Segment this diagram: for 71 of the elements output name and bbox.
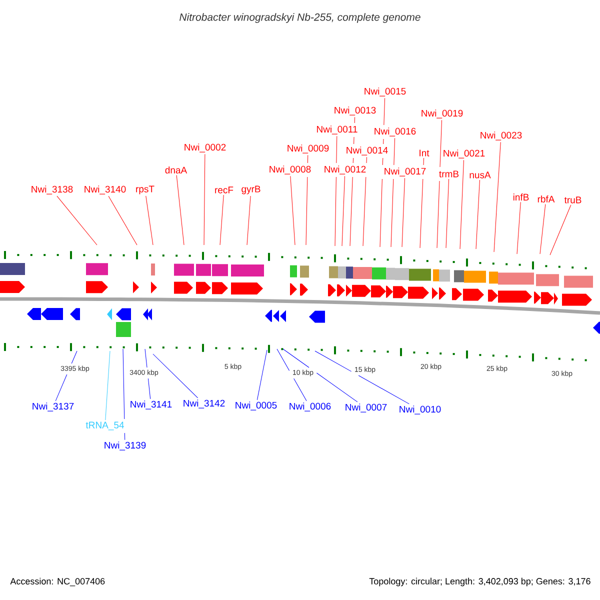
leader-line — [256, 350, 268, 400]
leader-line — [476, 180, 480, 250]
leader-line — [314, 350, 410, 404]
gene-label: Nwi_3141 — [130, 400, 172, 410]
leader-line — [144, 348, 151, 400]
gene-label: Nwi_3139 — [104, 442, 146, 450]
leader-line — [334, 136, 338, 246]
gene-label: Nwi_0005 — [236, 402, 277, 410]
leader-line — [105, 350, 110, 420]
gene-label: Nwi_0021 — [444, 150, 485, 158]
leader-line — [204, 154, 206, 246]
gene-label: Nwi_0002 — [184, 144, 226, 152]
gene-label: Nwi_0010 — [400, 406, 441, 414]
gene-label: Nwi_0012 — [324, 166, 366, 174]
leader-line — [550, 204, 572, 256]
leader-line — [402, 178, 405, 248]
leader-line — [152, 354, 198, 398]
leader-line — [342, 176, 346, 246]
gene-label: Nwi_0011 — [317, 126, 358, 134]
gene-label: Nwi_0023 — [480, 132, 522, 140]
gene-label: Int — [420, 150, 430, 156]
leader-line — [146, 196, 154, 246]
leader-line — [55, 350, 78, 402]
gene-label: gyrB — [242, 186, 260, 194]
gene-label: rbfA — [538, 196, 555, 202]
leader-line — [276, 348, 307, 402]
gene-label: tRNA_54 — [86, 422, 124, 430]
gene-label: nusA — [470, 172, 491, 178]
gene-label: Nwi_0008 — [270, 166, 311, 174]
leader-line — [516, 202, 521, 254]
leader-line — [390, 138, 396, 248]
leader-line — [246, 196, 251, 246]
leader-line — [282, 348, 358, 402]
leader-line — [494, 142, 501, 252]
leader-line — [290, 176, 296, 246]
leader-line — [56, 196, 98, 246]
footer-text: Topology: circular; Length: 3,402,093 bp; Genes: 3,176 — [369, 578, 590, 586]
footer-text: Accession: NC_007406 — [10, 578, 105, 586]
leader-line — [306, 154, 308, 246]
leader-line — [446, 178, 450, 248]
title: Nitrobacter winogradskyi Nb-255, complete genome — [180, 13, 420, 23]
leader-line — [380, 98, 386, 248]
leader-line — [108, 196, 138, 246]
gene-label: Nwi_3142 — [184, 400, 225, 408]
gene-label: Nwi_0017 — [384, 168, 426, 176]
gene-label: infB — [513, 194, 529, 200]
leader-line — [540, 204, 546, 254]
leader-line — [436, 120, 442, 248]
gene-label: Nwi_0016 — [374, 128, 416, 136]
gene-label: dnaA — [165, 166, 188, 174]
leader-line — [350, 116, 356, 246]
gene-label: truB — [564, 196, 582, 204]
gene-label: Nwi_3140 — [84, 186, 126, 194]
gene-label: Nwi_3138 — [32, 186, 73, 194]
gene-label: Nwi_0014 — [346, 146, 388, 156]
gene-label: rpsT — [136, 186, 154, 194]
leader-line — [460, 160, 464, 250]
gene-label: Nwi_0013 — [334, 106, 376, 116]
leader-line — [362, 156, 367, 246]
gene-label: Nwi_0007 — [346, 404, 387, 412]
gene-label: Nwi_3137 — [32, 402, 74, 412]
leader-line — [220, 194, 224, 246]
gene-label: Nwi_0009 — [288, 144, 329, 154]
leader-line — [420, 158, 424, 248]
gene-label: trmB — [439, 170, 459, 178]
leader-line — [176, 174, 184, 246]
gene-label: Nwi_0019 — [422, 110, 463, 118]
leader-line — [122, 348, 126, 440]
gene-label: recF — [215, 186, 234, 194]
gene-label: Nwi_0015 — [364, 88, 406, 96]
gene-label: Nwi_0006 — [290, 402, 331, 412]
